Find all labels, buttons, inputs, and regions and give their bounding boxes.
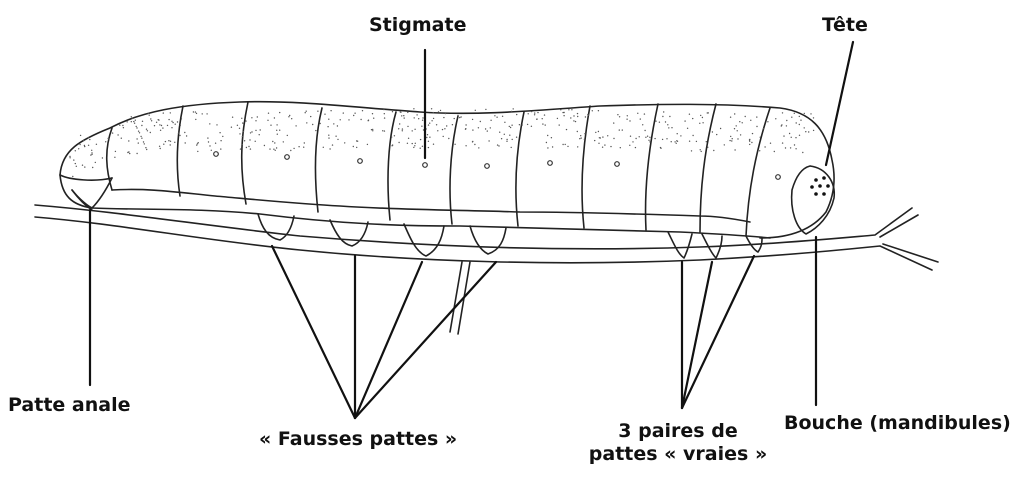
- twig: [35, 205, 938, 334]
- label-bouche: Bouche (mandibules): [784, 412, 1011, 435]
- label-tete: Tête: [822, 14, 868, 37]
- label-patte-anale: Patte anale: [8, 394, 130, 417]
- head-ocelli: [810, 176, 830, 196]
- label-vraies-pattes-line1: 3 paires de: [578, 420, 778, 443]
- body-stippling: [69, 108, 814, 177]
- label-stigmate: Stigmate: [369, 14, 466, 37]
- label-fausses-pattes: « Fausses pattes »: [259, 428, 457, 451]
- label-vraies-pattes: 3 paires de pattes « vraies »: [578, 420, 778, 466]
- label-vraies-pattes-line2: pattes « vraies »: [578, 443, 778, 466]
- spiracles: [214, 152, 781, 180]
